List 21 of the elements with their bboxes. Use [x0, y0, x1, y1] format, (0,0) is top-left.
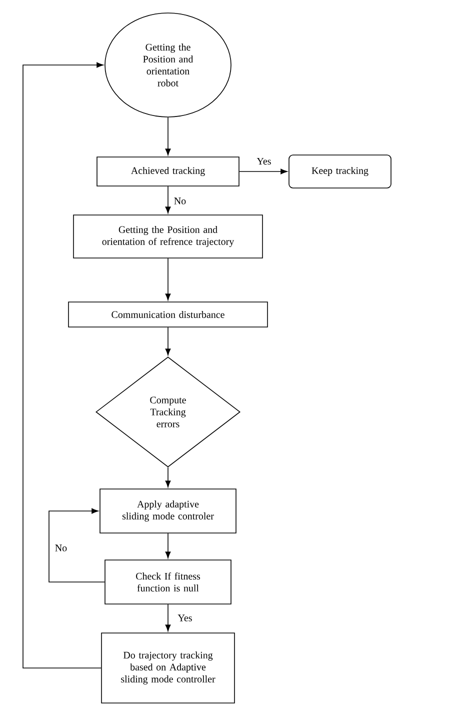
edge-label: Yes [176, 614, 194, 622]
arrow [165, 258, 171, 300]
arrow [165, 533, 171, 558]
arrow [48, 508, 105, 582]
arrow [22, 62, 104, 668]
edge-label: Yes [256, 156, 272, 166]
process-box: Check If fitness function is null [104, 560, 232, 604]
arrow [165, 186, 171, 214]
arrow [165, 467, 171, 488]
process-box: Apply adaptive sliding mode controler [100, 488, 236, 534]
terminal-box: Keep tracking [288, 154, 392, 188]
arrow [165, 117, 171, 156]
process-box: Communication disturbance [68, 302, 268, 328]
arrow [165, 604, 171, 632]
process-box: Do trajectory tracking based on Adaptive sliding mode controller [101, 632, 235, 704]
arrow [239, 168, 288, 174]
edge-label: No [172, 196, 188, 206]
process-box: Achieved tracking [96, 156, 240, 186]
arrow [165, 327, 171, 356]
edge-label: No [54, 544, 68, 552]
process-box: Getting the Position and orientation of refrence trajectory [73, 214, 263, 258]
